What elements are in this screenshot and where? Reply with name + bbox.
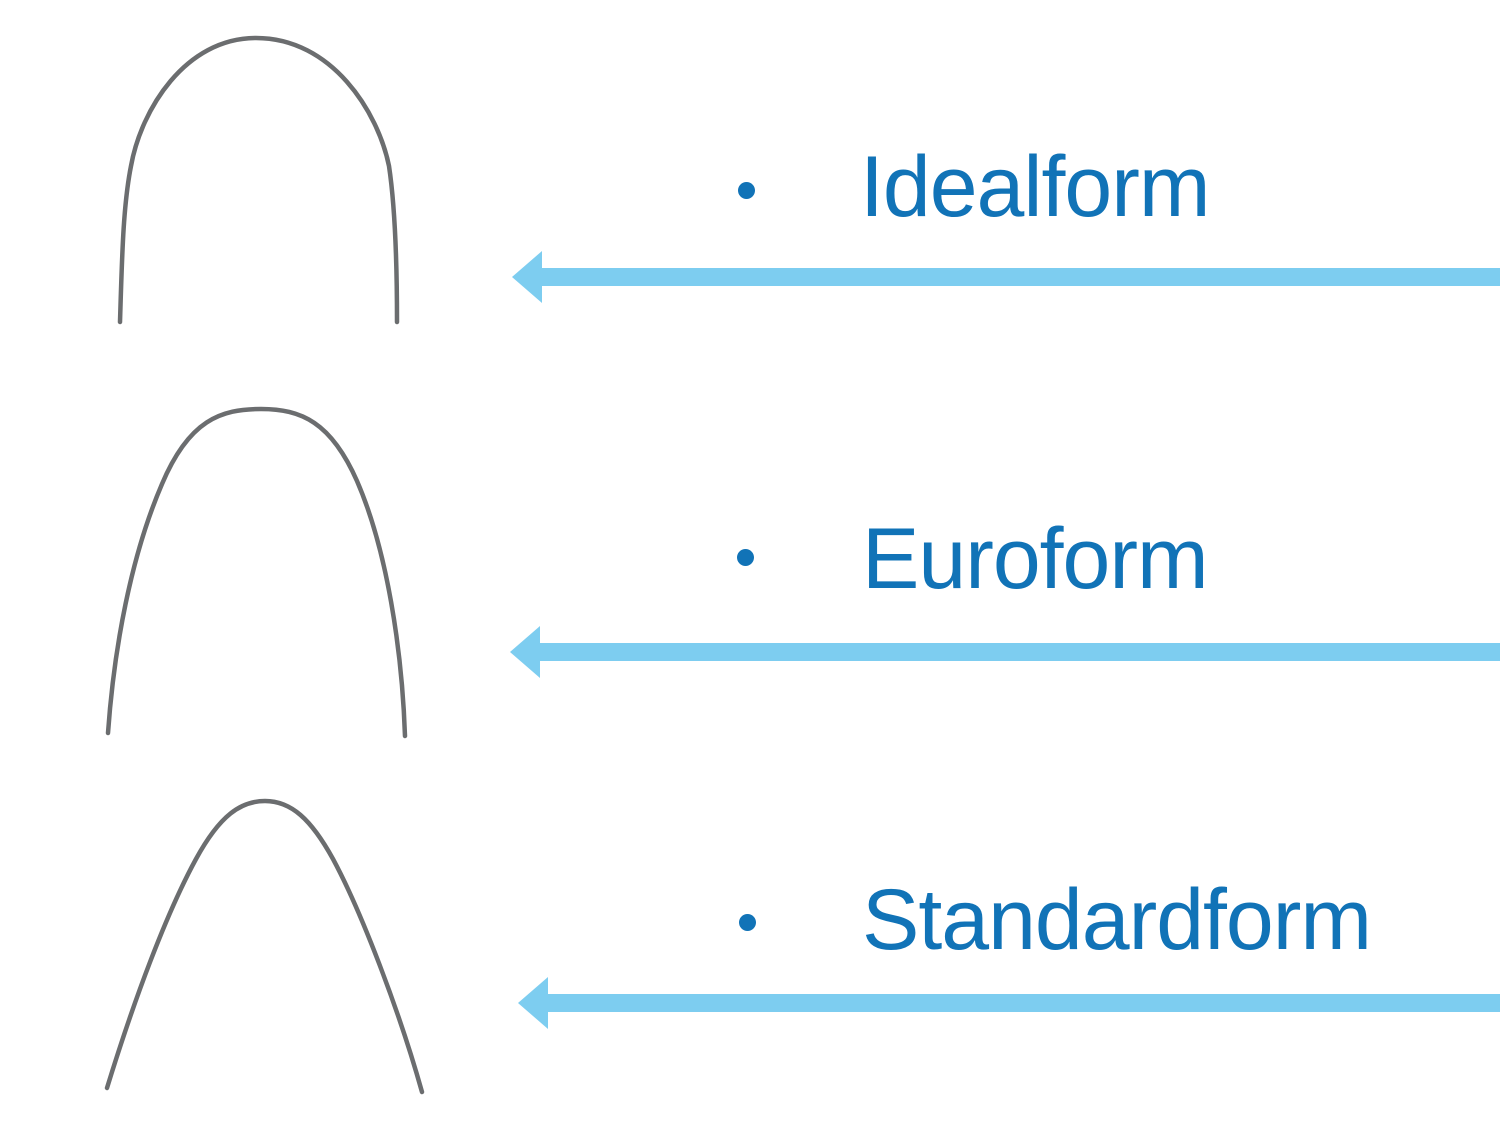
bullet-dot-icon — [737, 549, 754, 566]
item-label-idealform: Idealform — [860, 139, 1210, 235]
left-arrow-icon — [510, 626, 1500, 678]
standardform-archwire-curve — [104, 798, 425, 1095]
idealform-archwire-curve — [117, 35, 400, 325]
arrow-shaft — [540, 643, 1500, 661]
item-label-standardform: Standardform — [862, 872, 1372, 968]
left-arrow-icon — [512, 251, 1500, 303]
bullet-dot-icon — [738, 182, 755, 199]
arrow-head — [512, 251, 542, 303]
arrow-head — [510, 626, 540, 678]
arrow-head — [518, 977, 548, 1029]
bullet-dot-icon — [739, 914, 756, 931]
arrow-shaft — [542, 268, 1500, 286]
left-arrow-icon — [518, 977, 1500, 1029]
arrow-shaft — [548, 994, 1500, 1012]
item-label-euroform: Euroform — [862, 511, 1209, 607]
euroform-archwire-curve — [105, 406, 408, 739]
